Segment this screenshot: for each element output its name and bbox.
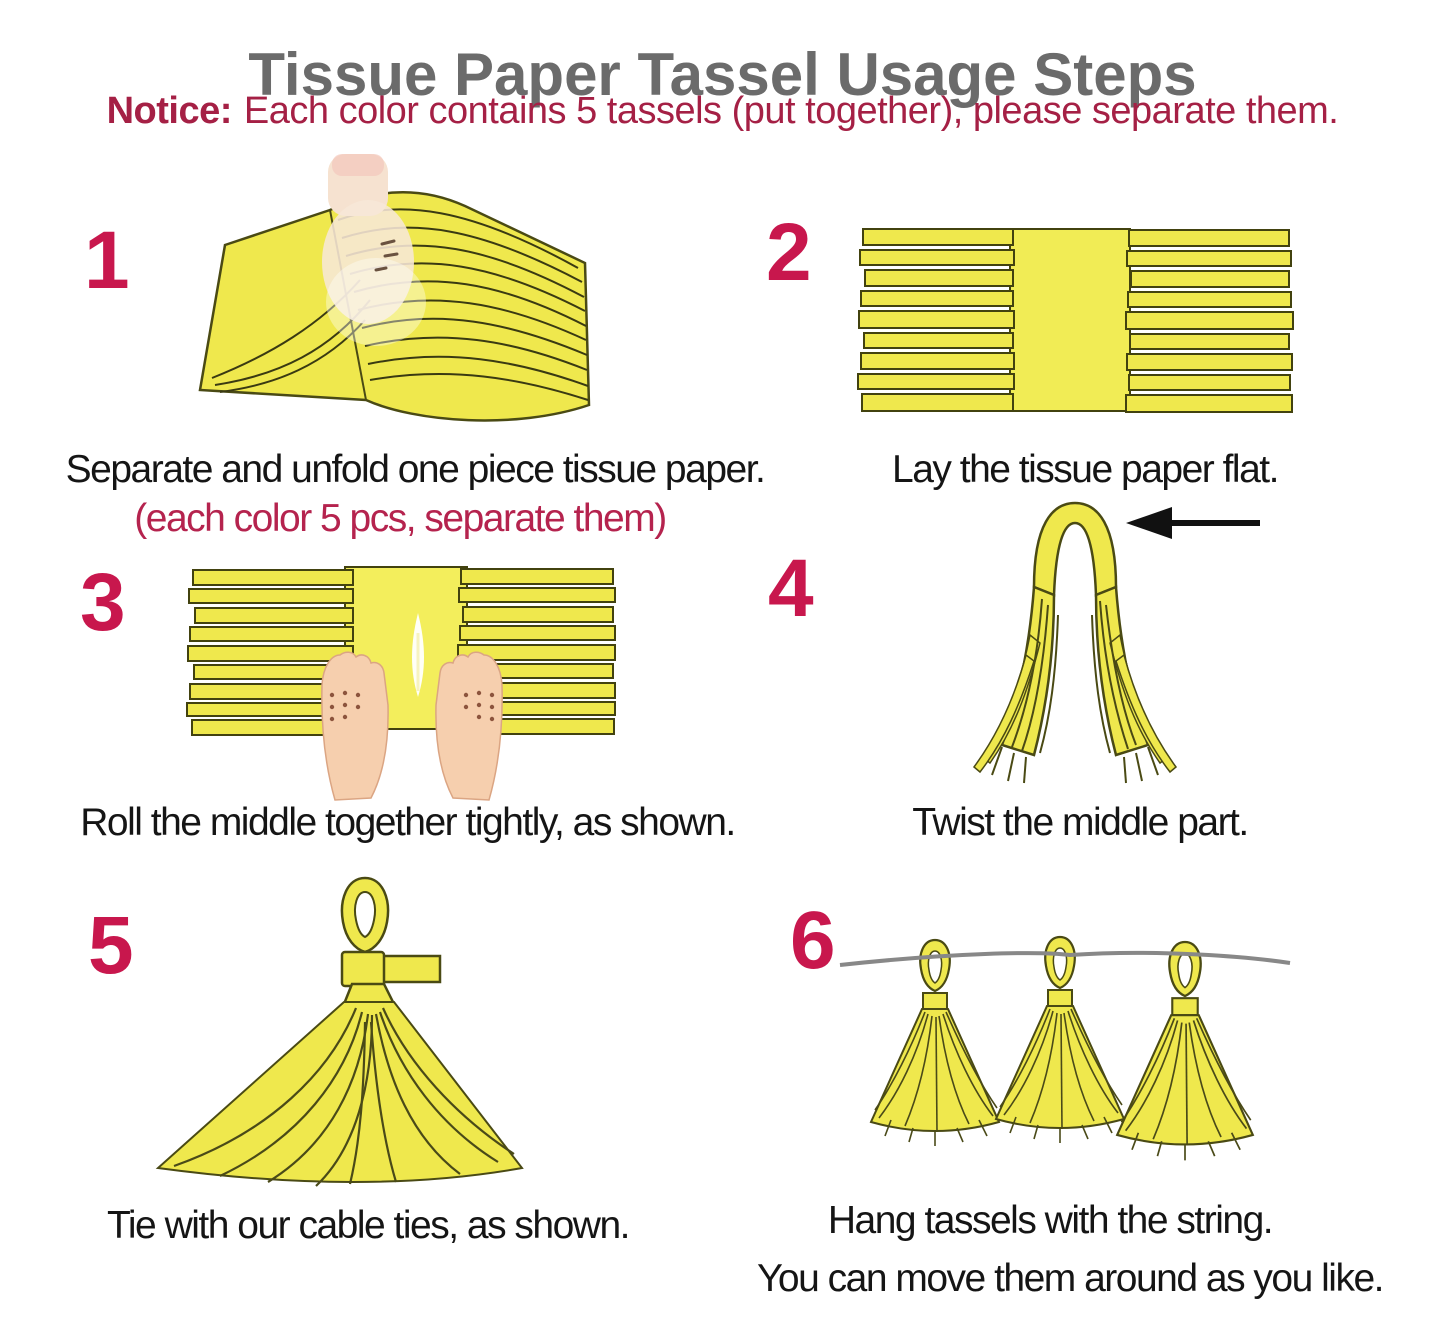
step-1-subcaption: (each color 5 pcs, separate them) [134, 497, 667, 540]
step-6-caption-line2: You can move them around as you like. [757, 1257, 1384, 1300]
tassel-strand-lines [173, 1007, 515, 1187]
step-1-number: 1 [84, 215, 130, 306]
hand-separating-folded-tissue-icon [198, 154, 591, 422]
step-1-caption: Separate and unfold one piece tissue pap… [65, 448, 766, 491]
step-6-number: 6 [790, 895, 836, 986]
notice: Notice:Each color contains 5 tassels (pu… [0, 90, 1445, 133]
tassel [972, 501, 1178, 774]
tassel-3 [1115, 940, 1255, 1162]
step-2-illustration [855, 225, 1300, 415]
notice-label: Notice: [106, 90, 233, 132]
tassel-1 [869, 938, 1001, 1148]
page-title: Tissue Paper Tassel Usage Steps [248, 41, 1197, 109]
step-3-caption: Roll the middle together tightly, as sho… [80, 801, 736, 844]
step-4-caption: Twist the middle part. [912, 801, 1249, 844]
step-5-illustration [150, 872, 530, 1194]
step-4-number: 4 [768, 543, 814, 634]
cable-tie-wrap [340, 950, 386, 988]
step-2-number: 2 [766, 207, 812, 298]
step-5-number: 5 [88, 900, 134, 991]
notice-body: Each color contains 5 tassels (put toget… [243, 90, 1339, 132]
tassel-with-cable-tie-icon [155, 876, 524, 1187]
tassels-on-string-icon [839, 935, 1291, 1162]
step-6-illustration [830, 915, 1300, 1170]
left-hand-icon [321, 651, 389, 801]
step-5-caption: Tie with our cable ties, as shown. [107, 1204, 630, 1247]
step-1-illustration [170, 150, 610, 440]
tassel-skirt [155, 1001, 524, 1183]
hands-rolling-middle-icon [186, 566, 616, 801]
step-3-illustration [175, 555, 635, 805]
step-3-number: 3 [80, 557, 126, 648]
arrow-icon [1126, 507, 1260, 539]
step-4-illustration [930, 495, 1270, 805]
candle-flame-highlight [412, 613, 424, 697]
tassel-strand-lines [991, 598, 1159, 784]
step-2-caption: Lay the tissue paper flat. [892, 448, 1279, 491]
tassel-2 [994, 935, 1126, 1145]
hand-icon [322, 154, 426, 346]
string [839, 950, 1291, 967]
right-hand-icon [435, 651, 503, 801]
tissue-paper [857, 228, 1294, 413]
step-6-caption: Hang tassels with the string. [827, 1199, 1274, 1242]
tissue-paper [186, 566, 616, 736]
twisted-tassel-icon [972, 501, 1260, 784]
flat-fringed-tissue-icon [857, 228, 1294, 413]
